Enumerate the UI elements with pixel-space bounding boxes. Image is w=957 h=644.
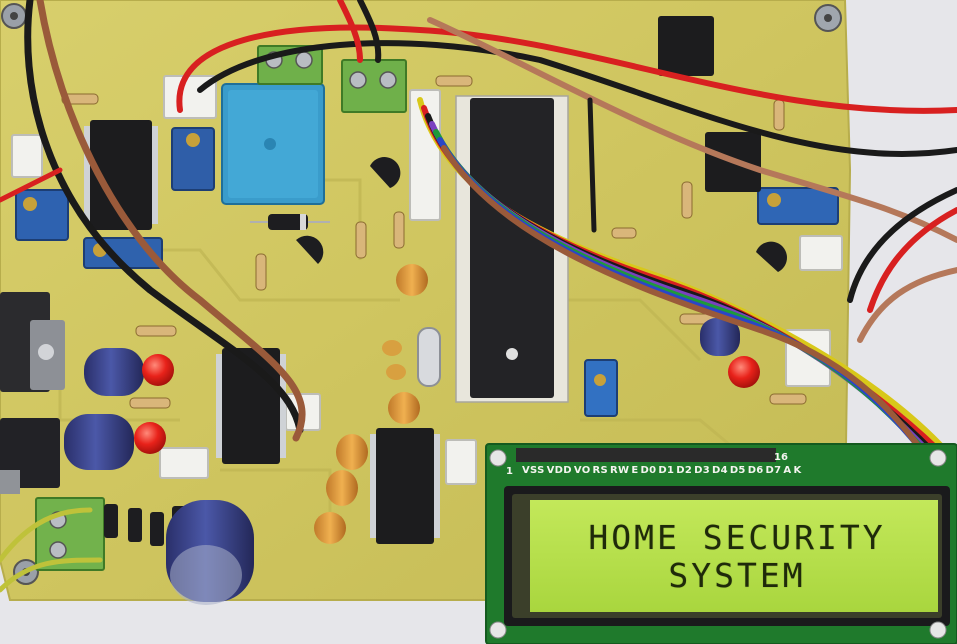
relay — [221, 83, 325, 205]
resistor — [61, 75, 807, 409]
lcd-pin-label: VO — [573, 465, 591, 476]
lcd-pin-label: D1 — [658, 465, 675, 476]
lcd-pin-label: D0 — [640, 465, 657, 476]
lcd-pin-label: RS — [592, 465, 609, 476]
lcd-pin-label: RW — [610, 465, 630, 476]
lcd-pin-label: D4 — [711, 465, 728, 476]
electrolytic-capacitor — [64, 318, 740, 605]
wires — [0, 0, 957, 593]
electrolytic-capacitor — [314, 264, 428, 544]
lcd-pin-label: D2 — [676, 465, 693, 476]
lcd-pin-label: D6 — [747, 465, 764, 476]
potentiometer — [15, 127, 839, 417]
microcontroller-ic — [455, 95, 569, 403]
lcd-pin-first: 1 — [506, 466, 513, 477]
crystal — [417, 327, 441, 387]
lcd-line-1: HOME SECURITY — [588, 518, 886, 557]
lcd-pin-label: D7 — [765, 465, 782, 476]
lcd-pin-label: D5 — [729, 465, 746, 476]
lcd-pin-last: 16 — [774, 452, 788, 463]
lcd-pin-label: VSS — [522, 465, 545, 476]
lcd-display-text: HOME SECURITY SYSTEM — [537, 503, 937, 611]
lcd-pin-label: D3 — [694, 465, 710, 476]
lcd-pin-label: E — [631, 465, 639, 476]
lcd-line-2: SYSTEM — [668, 556, 806, 595]
ic-pins — [84, 126, 440, 538]
lcd-module — [485, 443, 957, 644]
lcd-pin-label: K — [793, 465, 802, 476]
led — [134, 354, 760, 454]
lcd-pin-label: A — [783, 465, 792, 476]
voltage-regulator — [0, 292, 65, 494]
lcd-pin-label: VDD — [546, 465, 572, 476]
transistor — [296, 157, 787, 272]
